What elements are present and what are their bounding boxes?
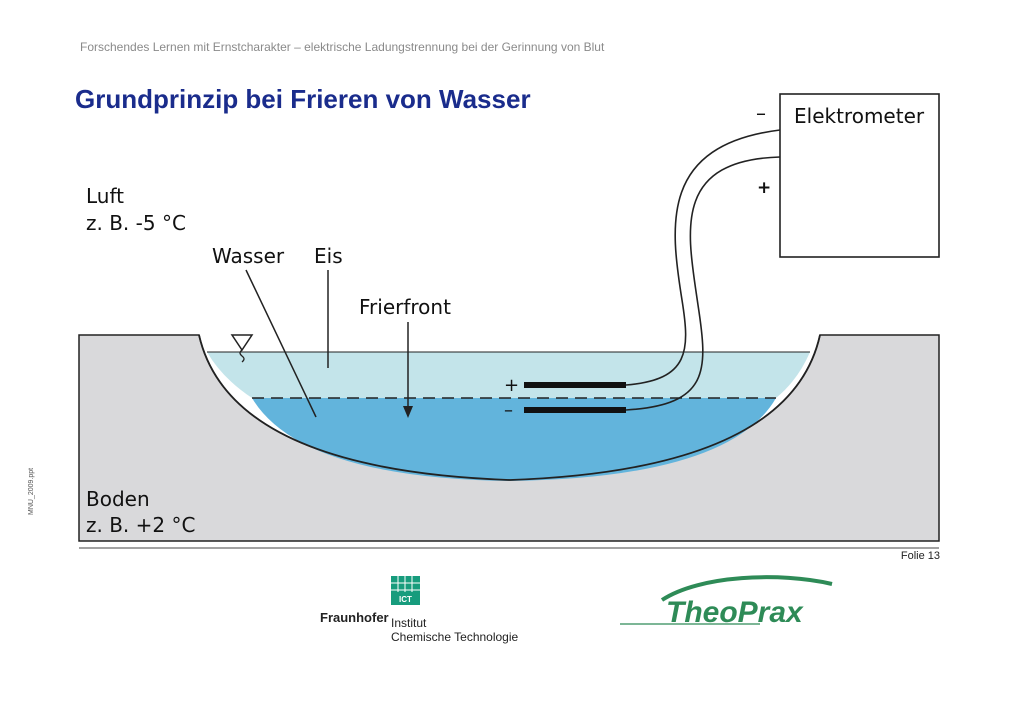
front-arrowhead [403,406,413,418]
ict-badge-text: ICT [399,595,412,604]
institute-line-1: Institut [391,616,427,630]
cable-lower [625,156,781,411]
ice-region [207,352,810,398]
ground-temp-label: z. B. +2 °C [86,513,195,537]
electrode-minus-sign: – [504,400,513,421]
slide-number: Folie 13 [900,550,940,562]
freezing-front-label: Frierfront [359,295,451,319]
water-label: Wasser [212,244,285,268]
institute-line-2: Chemische Technologie [391,630,519,644]
electrometer-box [779,93,940,258]
meter-plus-label: + [757,178,771,198]
cable-upper [625,129,781,386]
fraunhofer-wordmark: Fraunhofer [320,610,389,625]
electrode-plus-sign: + [504,375,519,396]
meter-minus-label: – [756,101,766,125]
water-level-icon [230,334,254,363]
air-temp-label: z. B. -5 °C [86,211,186,235]
electrode-plus [524,382,626,388]
fraunhofer-logo: ICT Fraunhofer Institut Chemische Techno… [320,576,519,644]
slide-title: Grundprinzip bei Frieren von Wasser [75,84,531,114]
water-region [252,398,776,481]
ground-label: Boden [86,487,150,511]
air-label: Luft [86,184,124,208]
slide-header: Forschendes Lernen mit Ernstcharakter – … [80,40,605,54]
electrometer-label: Elektrometer [794,104,925,128]
basin-outline [198,334,821,481]
theoprax-wordmark: TheoPrax [666,596,804,629]
theoprax-logo: TheoPrax [620,575,833,629]
water-pointer-line [245,269,317,418]
ice-label: Eis [314,244,343,268]
theoprax-swoosh [660,575,833,602]
electrode-minus [524,407,626,413]
